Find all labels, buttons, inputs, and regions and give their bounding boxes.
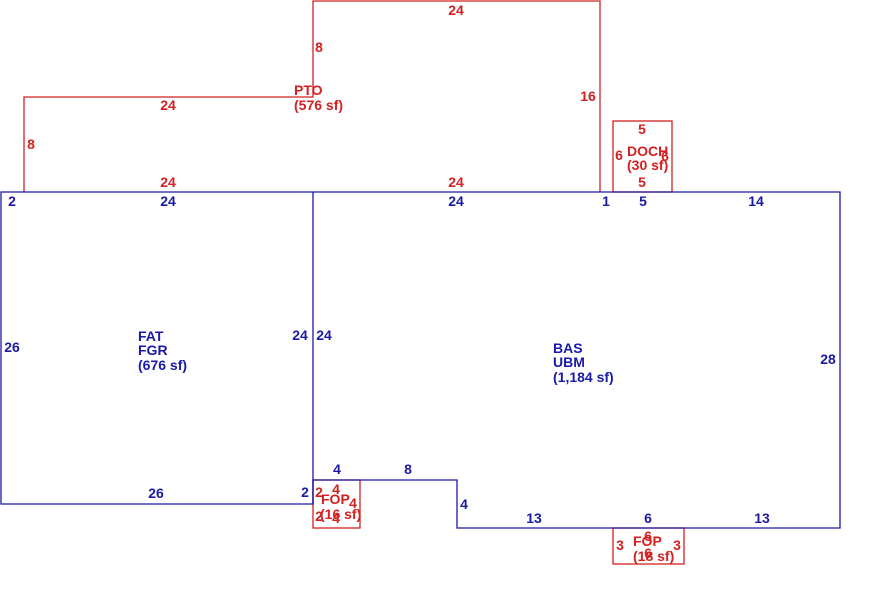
dim-pto-right-vertical: 16 <box>580 88 596 104</box>
dim-fop-small-side: 4 <box>349 495 357 511</box>
bas-code-label: BAS <box>553 340 583 356</box>
dim-fop-bottom-left: 3 <box>616 537 624 553</box>
dim-doch-top: 5 <box>638 121 646 137</box>
fop-bottom-size-label: (18 sf) <box>633 548 674 564</box>
dim-pto-left-vertical: 8 <box>27 136 35 152</box>
pto-code-label: PTO <box>294 82 323 98</box>
ubm-code-label: UBM <box>553 354 585 370</box>
pto-size-label: (576 sf) <box>294 97 343 113</box>
dim-notch-top-right: 8 <box>404 461 412 477</box>
doch-size-label: (30 sf) <box>627 157 668 173</box>
dim-bas-bottom-left: 13 <box>526 510 542 526</box>
dim-bas-top: 24 <box>448 193 464 209</box>
dim-fat-top: 24 <box>160 193 176 209</box>
dim-doch-bottom: 5 <box>638 174 646 190</box>
dim-pto-top: 24 <box>448 2 464 18</box>
dim-pto-left-top: 24 <box>160 97 176 113</box>
dim-bas-top-right: 14 <box>748 193 764 209</box>
dim-main-top-left-stub: 2 <box>8 193 16 209</box>
fat-size-label: (676 sf) <box>138 357 187 373</box>
dim-fat-bottom: 26 <box>148 485 164 501</box>
doch-code-label: DOCH <box>627 143 668 159</box>
dim-pto-bottom-right: 24 <box>448 174 464 190</box>
dim-fop-bottom-bottom: 6 <box>644 545 652 561</box>
fop-small-size-label: (16 sf) <box>320 506 361 522</box>
bas-size-label: (1,184 sf) <box>553 369 614 385</box>
pto-outline <box>23 0 601 192</box>
dim-fop-small-bottom-a: 2 <box>315 508 323 524</box>
dim-pto-step-vertical: 8 <box>315 39 323 55</box>
main-building-outline <box>0 191 841 529</box>
fat-code-label: FAT <box>138 328 164 344</box>
dim-bas-left: 24 <box>316 327 332 343</box>
dim-fop-bottom-right: 3 <box>673 537 681 553</box>
dim-fat-bottom-stub: 2 <box>301 484 309 500</box>
fop-bottom-code-label: FOP <box>633 533 662 549</box>
dim-notch-side: 4 <box>460 496 468 512</box>
fgr-code-label: FGR <box>138 342 168 358</box>
dim-pto-bottom-left: 24 <box>160 174 176 190</box>
dim-fop-small-bottom-b: 4 <box>332 510 340 526</box>
dim-notch-top-left: 4 <box>333 461 341 477</box>
dim-fat-left: 26 <box>4 339 20 355</box>
dim-bas-bottom-mid: 6 <box>644 510 652 526</box>
dim-fop-small-top-a: 2 <box>315 484 323 500</box>
dim-doch-left: 6 <box>615 147 623 163</box>
dim-fop-small-top-b: 4 <box>332 481 340 497</box>
dim-bas-right: 28 <box>820 351 836 367</box>
dim-bas-top-gap: 1 <box>602 193 610 209</box>
dim-fat-right: 24 <box>292 327 308 343</box>
dim-bas-bottom-right: 13 <box>754 510 770 526</box>
dim-doch-right: 6 <box>661 148 669 164</box>
dim-bas-top-doch: 5 <box>639 193 647 209</box>
fop-small-code-label: FOP <box>321 491 350 507</box>
dim-fop-bottom-top: 6 <box>644 528 652 544</box>
